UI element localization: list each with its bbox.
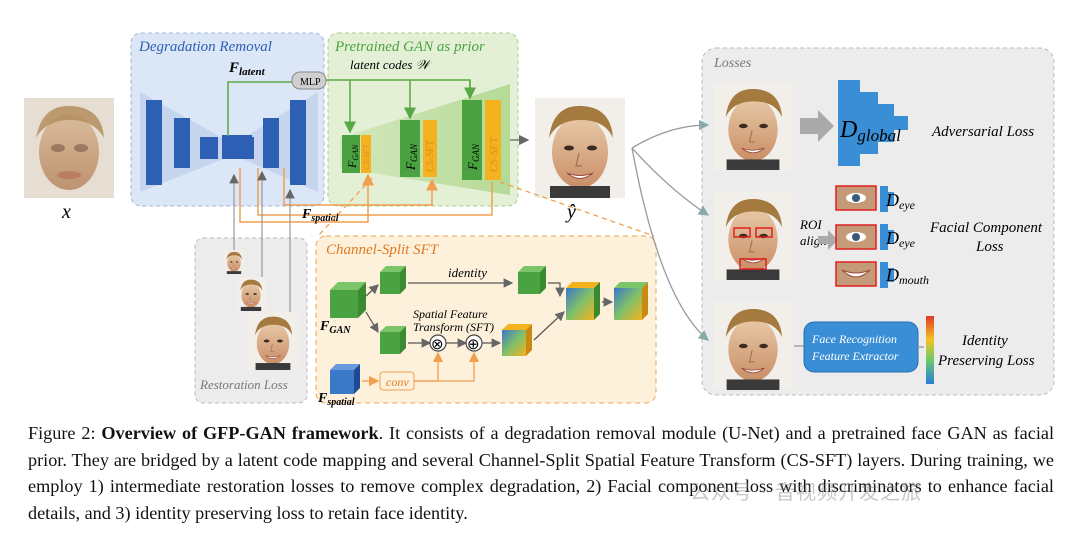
roi-box-right-eye (755, 227, 773, 238)
identity-loss-line2: Preserving Loss (937, 353, 1035, 369)
cssft-block-3 (485, 100, 501, 180)
identity-output-cube (518, 266, 546, 294)
sft-output-cube (502, 324, 532, 356)
cssft-label-3: CS-SFT (488, 136, 500, 172)
face-recognition-line2: Feature Extractor (811, 349, 899, 363)
channel-split-sft-title: Channel-Split SFT (326, 242, 440, 258)
d-eye-label-2: Deye (885, 228, 916, 250)
d-eye-discriminator-1 (880, 186, 894, 212)
roi-box-mouth (739, 258, 767, 270)
restoration-face-large (246, 312, 300, 370)
facial-component-loss-line1: Facial Component (929, 220, 1043, 236)
fgan-block-3 (462, 100, 482, 180)
identity-feature-heatmap (926, 316, 934, 384)
fgan-cube-label: FGAN (319, 319, 351, 336)
identity-loss-line1: Identity (961, 333, 1008, 349)
mlp-label: MLP (300, 77, 321, 88)
sft-expand-right (499, 181, 655, 237)
conv-label: conv (386, 375, 409, 389)
adversarial-face (712, 82, 794, 170)
latent-codes-label: latent codes 𝒲 (350, 57, 433, 72)
losses-title: Losses (713, 56, 752, 71)
cssft-block-1 (361, 135, 371, 173)
fgan-block-1 (342, 135, 360, 173)
adversarial-loss-label: Adversarial Loss (931, 124, 1034, 140)
encoder-block-3 (200, 137, 218, 159)
watermark: 公众号 · 音视频开发之旅 (690, 480, 923, 504)
sft-label-line2: Transform (SFT) (413, 320, 494, 334)
f-spatial-label: Fspatial (301, 207, 339, 224)
roi-arrow (818, 230, 838, 250)
d-mouth-discriminator (880, 262, 894, 288)
restoration-face-medium (235, 277, 267, 311)
caption-label: Figure 2: (28, 423, 96, 443)
roi-align-line1: ROI (799, 217, 822, 232)
output-face-image (534, 98, 626, 198)
decoder-block-3 (290, 100, 306, 185)
concat-cube-2 (614, 282, 648, 320)
encoder-block-1 (146, 100, 162, 185)
cssft-block-2 (423, 120, 437, 177)
encoder-block-2 (174, 118, 190, 168)
gfp-gan-diagram: x ŷ Degradation Removal Flatent MLP Pret… (24, 32, 1055, 408)
loss-link-adversarial (631, 119, 710, 149)
f-spatial-lines (257, 168, 493, 216)
loss-link-identity (631, 147, 709, 341)
d-eye-discriminator-2 (880, 224, 894, 250)
f-latent-label: Flatent (228, 60, 266, 78)
fgan-label-2: FGAN (403, 143, 419, 171)
face-recognition-line1: Face Recognition (811, 332, 897, 346)
facial-component-loss-line2: Loss (975, 239, 1004, 255)
d-global-discriminator (838, 80, 908, 166)
unet-encoder-decoder (146, 100, 306, 185)
latent-line (227, 81, 292, 136)
sft-half-cube (380, 326, 406, 354)
face-recognition-box (803, 321, 919, 373)
input-label: x (61, 201, 71, 223)
fgan-label-3: FGAN (465, 143, 481, 171)
sft-expand-left (317, 177, 373, 237)
input-face-image (24, 98, 114, 198)
left-eye-crop (835, 185, 877, 211)
roi-box-left-eye (733, 227, 751, 238)
identity-label: identity (448, 265, 487, 280)
right-eye-crop (835, 224, 877, 250)
sft-label-line1: Spatial Feature (413, 307, 488, 321)
fspatial-cube (330, 364, 360, 394)
component-face (712, 192, 794, 280)
loss-link-component (631, 147, 710, 216)
decoder-block-1 (236, 137, 254, 159)
identity-face (712, 302, 794, 390)
output-label: ŷ (565, 201, 576, 223)
mouth-crop (835, 261, 877, 287)
pretrained-gan-title: Pretrained GAN as prior (334, 39, 485, 55)
decoder-block-2 (263, 118, 279, 168)
d-eye-label-1: Deye (885, 190, 916, 212)
restoration-face-small (223, 250, 245, 274)
multiply-symbol: ⊗ (431, 337, 444, 353)
degradation-removal-title: Degradation Removal (138, 39, 272, 55)
caption-text: . It consists of a degradation removal m… (28, 423, 1055, 523)
identity-half-cube (380, 266, 406, 294)
caption-title: Overview of GFP-GAN framework (101, 423, 379, 443)
fgan-label-1: FGAN (345, 144, 360, 169)
concat-cube-1 (566, 282, 600, 320)
fspatial-cube-label: Fspatial (317, 391, 355, 408)
fgan-block-2 (400, 120, 420, 177)
cssft-label-2: CS-SFT (425, 139, 436, 172)
add-symbol: ⊕ (467, 337, 480, 353)
d-global-label: Dglobal (839, 117, 901, 145)
d-mouth-label: Dmouth (885, 265, 929, 287)
adversarial-arrow (800, 110, 834, 142)
cssft-label-1: CS-SFT (362, 144, 371, 170)
fgan-cube (330, 282, 366, 318)
figure-caption: Figure 2: Overview of GFP-GAN framework.… (28, 420, 1054, 526)
restoration-loss-label: Restoration Loss (199, 377, 288, 392)
